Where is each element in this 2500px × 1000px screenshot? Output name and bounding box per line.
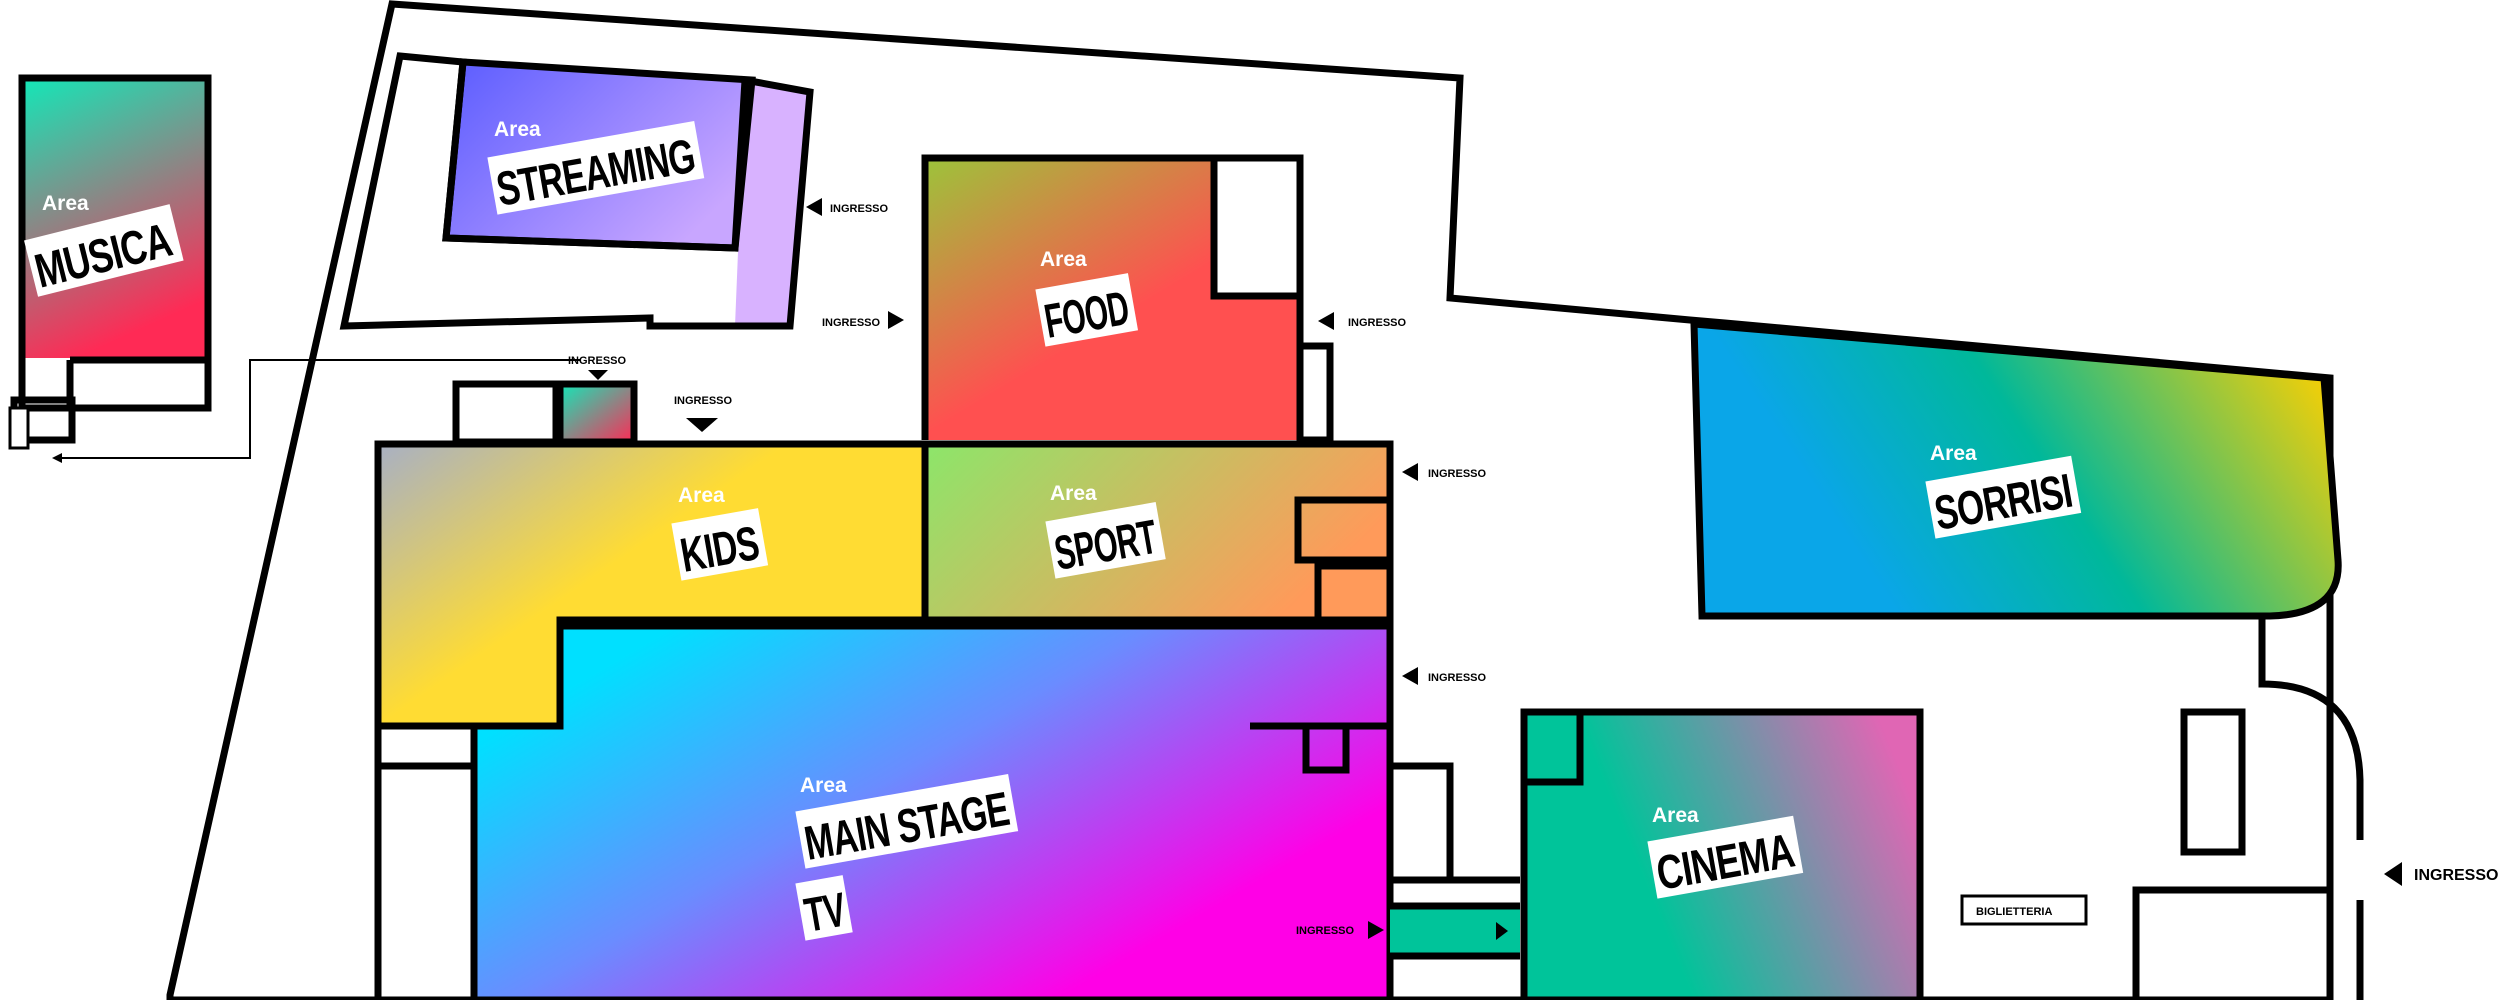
sport-entrance-arrow	[1402, 463, 1418, 481]
kids-top-entrance-label: INGRESSO	[674, 395, 733, 407]
main-right-entrance-label: INGRESSO	[1428, 672, 1487, 684]
food-left-entrance-label: INGRESSO	[822, 317, 881, 329]
kids-label-plate	[671, 508, 769, 581]
kids-area-word: Area	[678, 484, 725, 507]
food-right-entrance-arrow	[1318, 312, 1334, 330]
sorrisi-label-plate	[1925, 455, 2082, 539]
area-sorrisi[interactable]: Area SORRISI	[1690, 320, 2342, 620]
food-left-entrance-arrow	[888, 311, 904, 329]
streaming-label-plate	[487, 120, 705, 215]
musica-route-line	[58, 359, 580, 459]
streaming-entrance-arrow	[806, 198, 822, 216]
small-box-entrance-label: INGRESSO	[568, 355, 627, 367]
main-bottom-entrance-label: INGRESSO	[1296, 925, 1355, 937]
main-right-entrance-arrow	[1402, 667, 1418, 685]
area-cinema[interactable]: Area CINEMA	[1520, 708, 1924, 1000]
right-structures: INGRESSO BIGLIETTERIA	[1960, 616, 2498, 1000]
main-public-entrance-arrow	[2384, 862, 2402, 886]
cinema-label-plate	[1647, 815, 1804, 899]
area-sport[interactable]: Area SPORT INGRESSO	[921, 440, 1487, 624]
area-streaming[interactable]: Area STREAMING INGRESSO	[339, 52, 889, 330]
area-main-stage-tv[interactable]: Area MAIN STAGE TV INGRESSO INGRESSO	[374, 622, 1487, 1000]
main-bottom-entrance-arrow	[1368, 921, 1384, 939]
main-stage-label-line2: TV	[801, 884, 850, 943]
kids-fill	[378, 444, 925, 726]
food-right-entrance-label: INGRESSO	[1348, 317, 1407, 329]
streaming-entrance-label: INGRESSO	[830, 203, 889, 215]
biglietteria-box[interactable]	[1960, 894, 2088, 926]
kids-top-entrance-arrow	[686, 418, 718, 432]
main-stage-label-plate-1	[795, 773, 1019, 869]
food-label-plate	[1035, 273, 1139, 347]
food-area-word: Area	[1040, 248, 1087, 271]
cinema-area-word: Area	[1652, 804, 1699, 827]
musica-label-plate	[24, 204, 184, 297]
small-box-area: INGRESSO	[452, 355, 638, 446]
streaming-area-word: Area	[494, 118, 541, 141]
main-stage-area-word: Area	[800, 774, 847, 797]
cinema-corridor	[1390, 762, 1520, 960]
area-musica[interactable]: Area MUSICA	[8, 74, 212, 450]
sport-label-plate	[1045, 502, 1166, 579]
musica-area-word: Area	[42, 192, 89, 215]
sport-area-word: Area	[1050, 482, 1097, 505]
area-food[interactable]: Area FOOD INGRESSO INGRESSO	[822, 154, 1407, 444]
sport-entrance-label: INGRESSO	[1428, 468, 1487, 480]
main-public-entrance-label: INGRESSO	[2414, 867, 2498, 884]
sorrisi-area-word: Area	[1930, 442, 1977, 465]
main-stage-label-plate-2	[795, 875, 853, 941]
biglietteria-label: BIGLIETTERIA	[1976, 906, 2052, 918]
